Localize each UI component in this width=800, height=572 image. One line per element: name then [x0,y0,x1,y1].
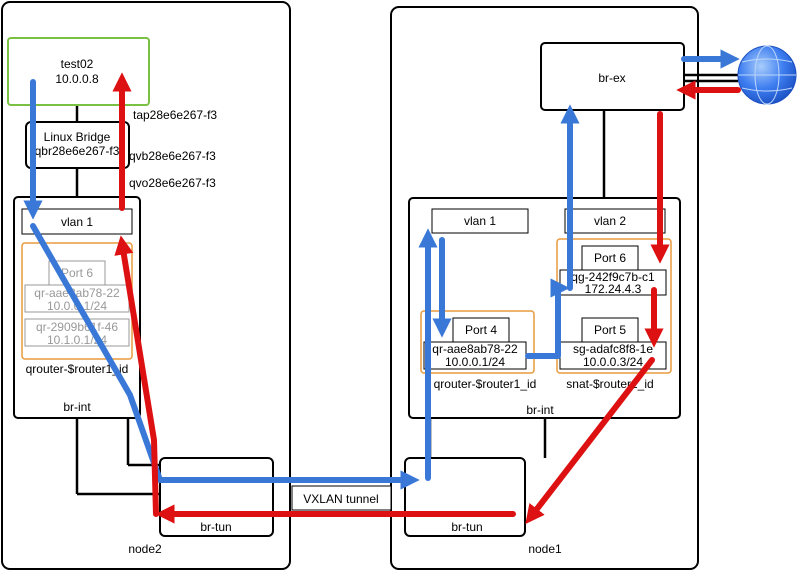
outbound-brint-to-brtun-line [30,223,163,483]
node1-qr-if-name: qr-aae8ab78-22 [432,342,518,356]
node1-vlan1-box[interactable] [431,208,529,234]
outbound-flow [23,49,740,490]
tap-interface-label: tap28e6e267-f3 [133,108,217,122]
node1-vlan2-box[interactable] [564,208,666,234]
node2-qrouter-label: qrouter-$router1_id [26,362,129,376]
node2: test02 10.0.0.8 tap28e6e267-f3 Linux Bri… [1,1,291,570]
outbound-qrouter-to-snat-arrow [525,278,570,359]
linux-bridge-box[interactable] [25,121,130,169]
vm-name: test02 [61,57,94,71]
node2-qr-if2-box [24,318,130,347]
snat-qg-if-name: qg-242f9c7b-c1 [571,270,655,284]
node2-qr-if2-ip: 10.1.0.1/24 [47,333,107,347]
node2-br-int-label: br-int [63,400,91,414]
node2-port6-label: Port 6 [61,266,93,280]
node2-qr-if1-name: qr-aae8ab78-22 [34,286,120,300]
node1-vlan2-label: vlan 2 [594,214,626,228]
snat-port6-label: Port 6 [594,251,626,265]
node1-vlan1-label: vlan 1 [464,214,496,228]
vxlan-tunnel-label: VXLAN tunnel [303,492,378,506]
node1-port4-label: Port 4 [465,323,497,337]
qvo-interface-label: qvo28e6e267-f3 [129,176,216,190]
node1-port4-box [452,317,510,343]
node1-br-int-label: br-int [526,403,554,417]
globe-icon [737,45,797,105]
snat-sg-if-name: sg-adafc8f8-1e [573,342,653,356]
inbound-snat-to-brtun-arrow [525,357,655,525]
linux-bridge-title: Linux Bridge [44,130,111,144]
vm-ip: 10.0.0.8 [55,72,99,86]
br-ex-label: br-ex [598,71,625,85]
linux-bridge-name: qbr28e6e267-f3 [35,144,120,158]
node2-vlan1-label: vlan 1 [61,215,93,229]
vxlan-tunnel-box [291,485,392,511]
snat-port5-box [581,317,639,343]
node2-qr-if2-name: qr-2909b61f-46 [36,320,118,334]
snat-port5-label: Port 5 [594,323,626,337]
qvb-interface-label: qvb28e6e267-f3 [129,149,216,163]
node2-br-tun-label: br-tun [200,520,231,534]
node2-label: node2 [128,542,162,556]
inbound-flow [112,72,741,525]
node1-qrouter-label: qrouter-$router1_id [434,377,537,391]
snat-sg-if-ip: 10.0.0.3/24 [583,355,643,369]
br-ex-box[interactable] [540,42,685,111]
snat-qg-if-ip: 172.24.4.3 [585,282,642,296]
node1-label: node1 [528,542,562,556]
inbound-brtun-to-brint-line [114,235,159,517]
node1-br-tun-label: br-tun [451,520,482,534]
node1-qr-if-ip: 10.0.0.1/24 [445,355,505,369]
